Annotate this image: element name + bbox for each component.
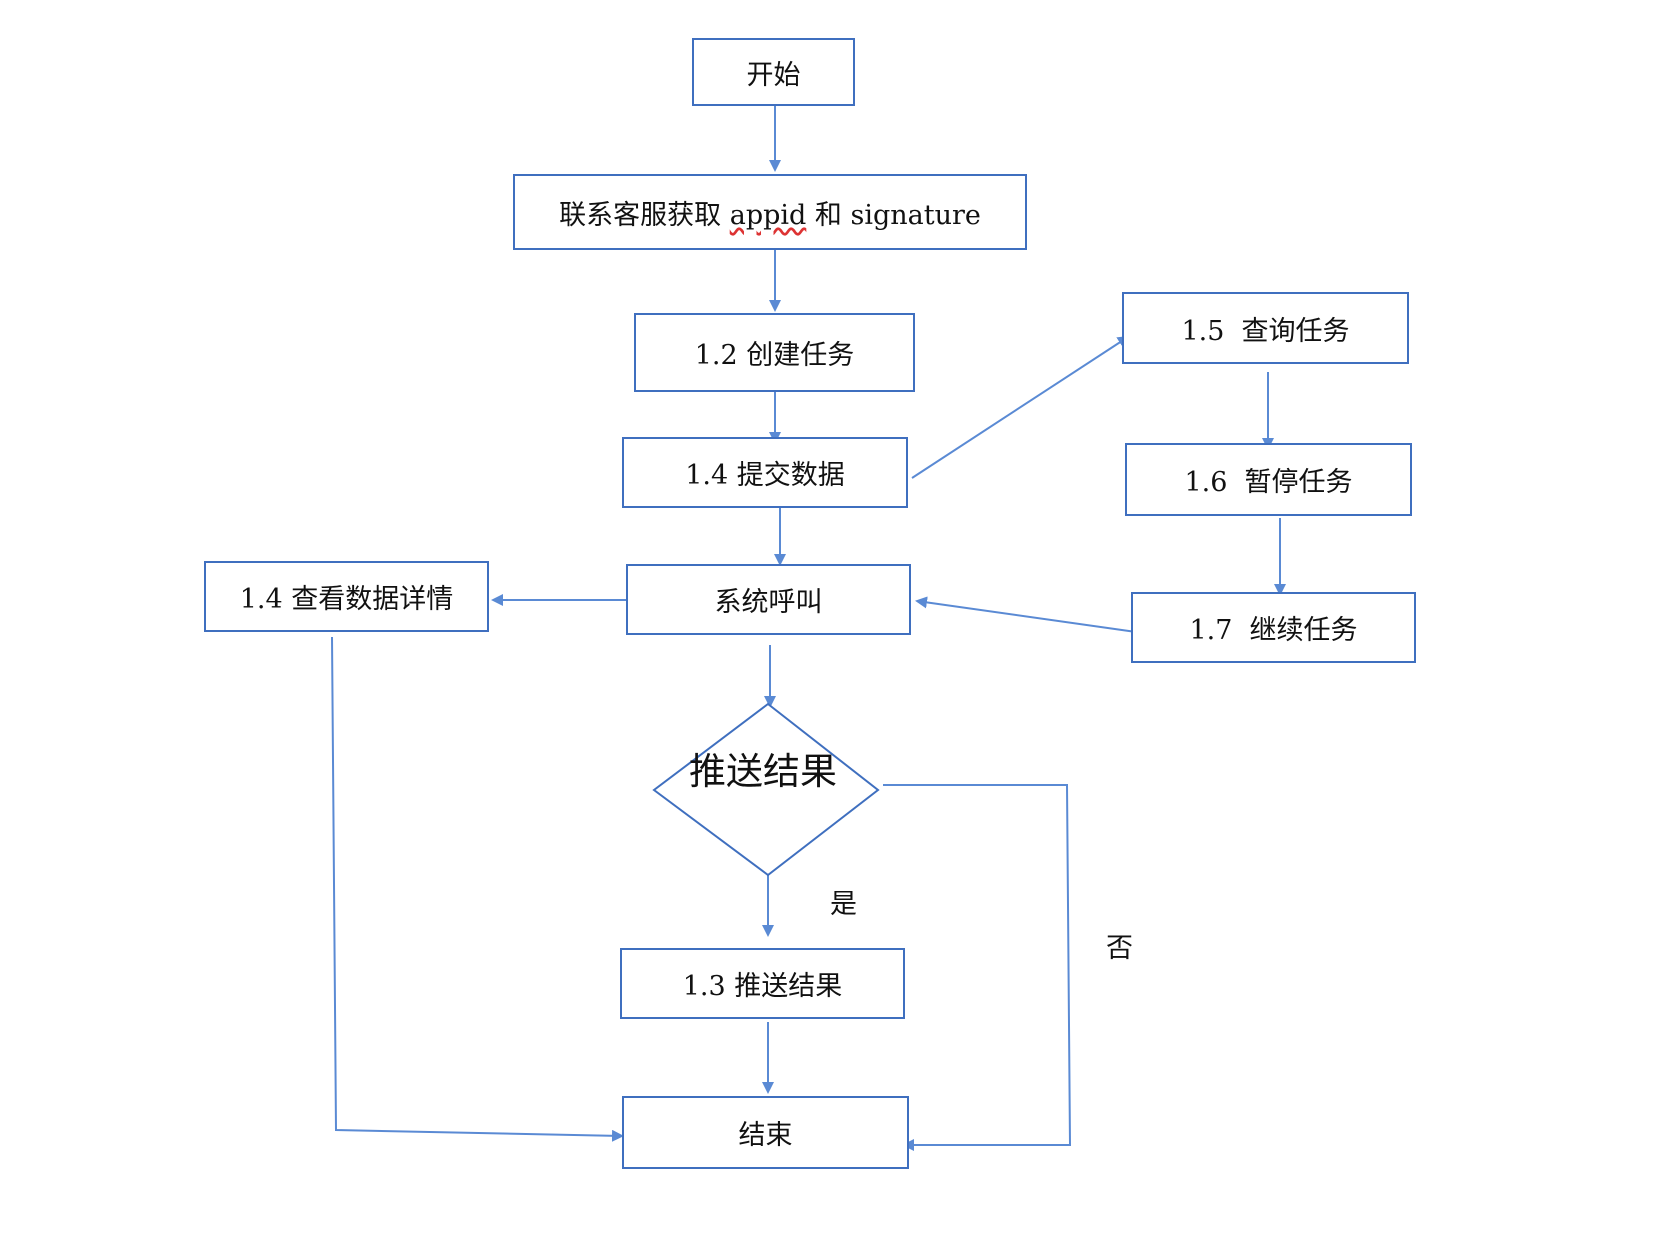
node-pause-task: 1.6 暂停任务 (1125, 443, 1412, 516)
credentials-appid: appid (729, 199, 807, 231)
node-get-credentials-label: 联系客服获取 appid 和 signature (559, 193, 981, 232)
node-continue-task-label: 1.7 继续任务 (1189, 615, 1358, 646)
credentials-prefix: 联系客服获取 (559, 199, 730, 231)
node-end: 结束 (622, 1096, 909, 1169)
node-system-call-label: 系统呼叫 (714, 587, 823, 618)
node-query-task: 1.5 查询任务 (1122, 292, 1409, 364)
edge-label-yes: 是 (830, 889, 857, 920)
node-end-label: 结束 (738, 1120, 793, 1151)
edge-label-no: 否 (1106, 933, 1133, 964)
node-start-label: 开始 (746, 59, 801, 91)
credentials-suffix: 和 signature (806, 199, 981, 231)
node-get-credentials: 联系客服获取 appid 和 signature (513, 174, 1027, 250)
node-create-task-label: 1.2 创建任务 (694, 340, 855, 371)
node-create-task: 1.2 创建任务 (634, 313, 915, 392)
node-submit-data: 1.4 提交数据 (622, 437, 908, 508)
node-push-result-label: 1.3 推送结果 (682, 971, 843, 1002)
node-query-task-label: 1.5 查询任务 (1181, 315, 1350, 347)
arrow-view-to-end (331, 636, 624, 1142)
node-decision-label: 推送结果 (689, 750, 837, 793)
node-submit-data-label: 1.4 提交数据 (685, 460, 845, 491)
node-start: 开始 (692, 38, 855, 106)
arrow-submit-to-query (911, 335, 1130, 479)
node-continue-task: 1.7 继续任务 (1131, 592, 1416, 663)
decision-diamond (652, 702, 880, 877)
node-pause-task-label: 1.6 暂停任务 (1184, 467, 1353, 498)
arrow-decision-no (883, 784, 1072, 1151)
arrow-continue-to-system-call (915, 596, 1137, 633)
node-push-result: 1.3 推送结果 (620, 948, 905, 1019)
node-view-data-details-label: 1.4 查看数据详情 (239, 584, 454, 615)
node-system-call: 系统呼叫 (626, 564, 911, 635)
node-view-data-details: 1.4 查看数据详情 (204, 561, 489, 632)
